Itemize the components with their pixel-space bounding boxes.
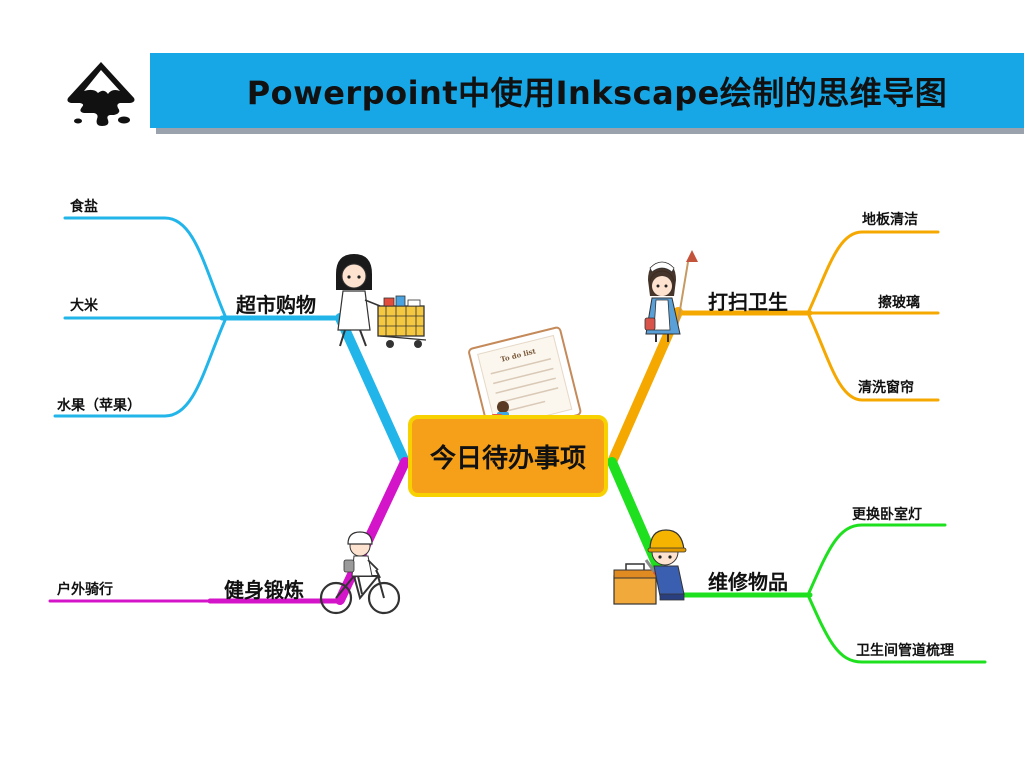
center-node-label: 今日待办事项: [429, 443, 586, 474]
center-node: 今日待办事项: [408, 415, 608, 497]
checklist-notepad-icon: To do list: [468, 326, 582, 437]
branch-connector-shopping: [53, 216, 410, 467]
leaf-label-cleaning-2: 擦玻璃: [878, 295, 920, 311]
branch-label-cleaning: 打扫卫生: [708, 290, 788, 314]
cleaning-maid-icon: [644, 250, 698, 342]
leaf-label-cleaning-1: 地板清洁: [862, 212, 918, 228]
leaf-label-repair-2: 卫生间管道梳理: [856, 643, 954, 659]
title-bar: Powerpoint中使用Inkscape绘制的思维导图: [150, 53, 1024, 128]
leaf-label-cleaning-3: 清洗窗帘: [858, 380, 914, 396]
cyclist-icon: [319, 531, 401, 615]
shopping-cart-girl-icon: [336, 254, 427, 348]
branch-connector-fitness: [48, 457, 410, 605]
leaf-label-shopping-2: 大米: [70, 298, 98, 314]
page-title: Powerpoint中使用Inkscape绘制的思维导图: [246, 73, 948, 112]
leaf-label-shopping-3: 水果（苹果）: [57, 398, 141, 414]
branch-label-shopping: 超市购物: [236, 293, 316, 317]
repair-worker-toolbox-icon: [613, 529, 687, 605]
leaf-label-repair-1: 更换卧室灯: [852, 507, 922, 523]
leaf-label-fitness-1: 户外骑行: [57, 582, 113, 598]
branch-label-repair: 维修物品: [708, 570, 788, 594]
leaf-label-shopping-1: 食盐: [70, 199, 98, 215]
inkscape-logo-icon: [67, 62, 135, 126]
branch-label-fitness: 健身锻炼: [224, 578, 304, 602]
